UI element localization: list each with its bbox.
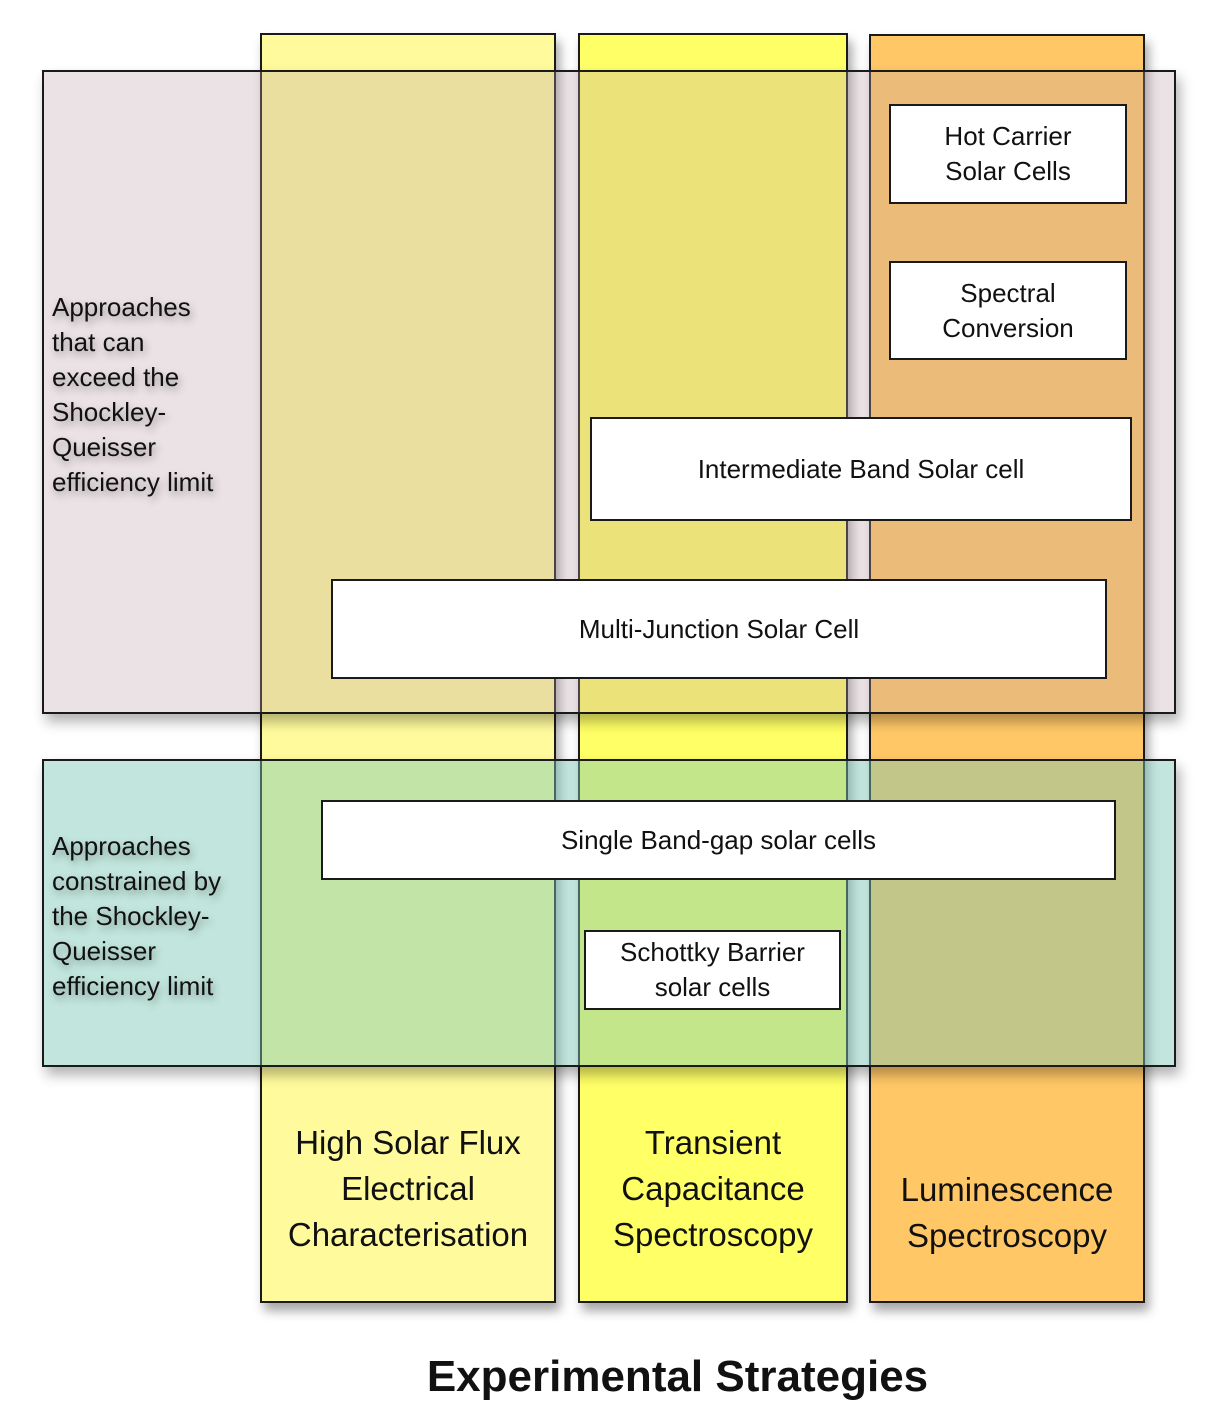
box-schottky-barrier: Schottky Barrier solar cells: [584, 930, 841, 1010]
box-line: Schottky Barrier: [620, 937, 805, 967]
label-line: Spectroscopy: [907, 1217, 1107, 1254]
label-line: efficiency limit: [52, 971, 214, 1001]
box-text: Multi-Junction Solar Cell: [578, 613, 860, 644]
label-line: Queisser: [52, 936, 157, 966]
label-line: that can: [52, 327, 145, 357]
box-single-bandgap: Single Band-gap solar cells: [321, 800, 1116, 880]
box-intermediate-band: Intermediate Band Solar cell: [590, 417, 1132, 521]
label-line: Luminescence: [900, 1171, 1114, 1208]
box-line: Hot Carrier: [944, 121, 1072, 151]
band-label-exceed: Approaches that can exceed the Shockley-…: [52, 290, 252, 500]
label-line: Approaches: [52, 292, 191, 322]
label-line: Electrical: [341, 1170, 475, 1207]
label-line: Shockley-: [52, 397, 167, 427]
label-line: efficiency limit: [52, 467, 214, 497]
label-line: the Shockley-: [52, 901, 210, 931]
box-hot-carrier-solar-cells: Hot Carrier Solar Cells: [889, 104, 1127, 204]
box-line: solar cells: [654, 972, 771, 1002]
label-line: Queisser: [52, 432, 157, 462]
diagram-title: Experimental Strategies: [426, 1352, 929, 1401]
label-line: Spectroscopy: [613, 1216, 813, 1253]
box-line: Spectral: [960, 277, 1056, 308]
column-label-high-solar-flux: High Solar Flux Electrical Characterisat…: [262, 1120, 554, 1258]
box-spectral-conversion: Spectral Conversion: [889, 261, 1127, 360]
box-line: Conversion: [942, 312, 1074, 343]
label-line: High Solar Flux: [295, 1124, 521, 1161]
label-line: Transient: [644, 1124, 782, 1161]
column-label-transient-capacitance: Transient Capacitance Spectroscopy: [580, 1120, 846, 1258]
label-line: Approaches: [52, 831, 191, 861]
box-multi-junction: Multi-Junction Solar Cell: [331, 579, 1107, 679]
column-label-luminescence: Luminescence Spectroscopy: [871, 1167, 1143, 1259]
label-line: exceed the: [52, 362, 180, 392]
box-text: Single Band-gap solar cells: [560, 824, 877, 855]
label-line: Capacitance: [621, 1170, 805, 1207]
box-line: Solar Cells: [945, 156, 1071, 186]
box-text: Intermediate Band Solar cell: [697, 453, 1025, 484]
band-label-constrained: Approaches constrained by the Shockley- …: [52, 829, 252, 1004]
label-line: constrained by: [52, 866, 222, 896]
label-line: Characterisation: [287, 1216, 529, 1253]
